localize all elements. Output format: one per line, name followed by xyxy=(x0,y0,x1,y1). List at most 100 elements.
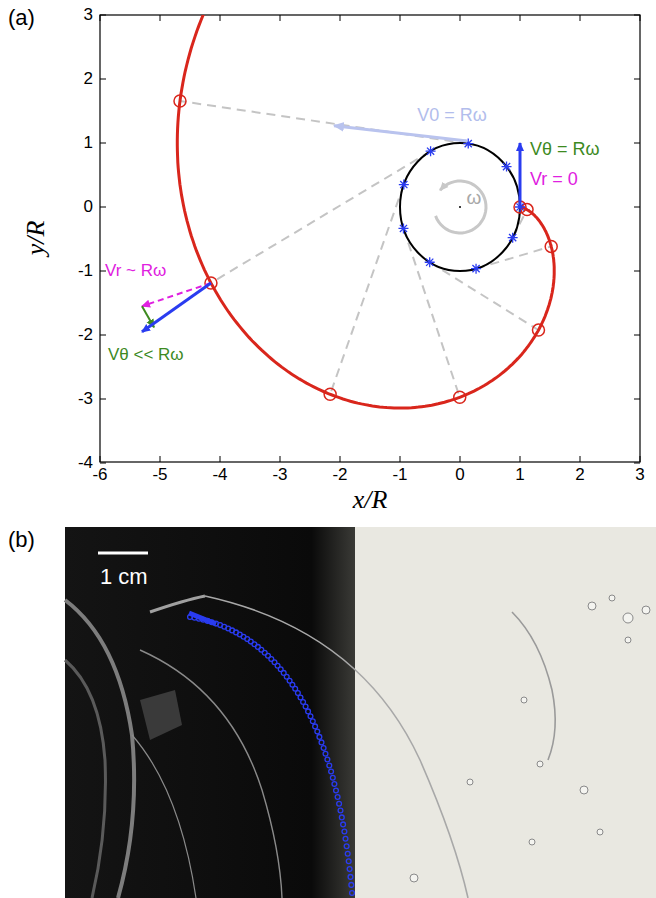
tick-label: 3 xyxy=(635,466,644,485)
track-dot xyxy=(346,859,351,864)
panel-label: (b) xyxy=(8,528,35,552)
disk-center xyxy=(459,206,461,208)
tick-label: 3 xyxy=(84,6,93,25)
track-dot xyxy=(315,729,320,734)
tick-label: -5 xyxy=(152,466,167,485)
droplet-marker xyxy=(324,388,336,400)
plot-content xyxy=(142,15,557,408)
track-dot xyxy=(317,735,322,740)
velocity-arrow xyxy=(142,283,211,332)
tick-label: 0 xyxy=(455,466,464,485)
disk-outline xyxy=(400,143,520,271)
panel-label: (a) xyxy=(8,6,35,30)
track-dot xyxy=(339,815,344,820)
x-tick xyxy=(460,456,461,462)
release-line xyxy=(430,262,539,330)
track-dot xyxy=(335,795,340,800)
liquid-sheet xyxy=(150,596,205,612)
x-tick xyxy=(640,15,641,21)
droplets xyxy=(410,595,650,882)
track-dot xyxy=(343,836,348,841)
track-dot xyxy=(334,788,339,793)
release-line xyxy=(403,228,459,397)
release-star xyxy=(398,223,408,233)
tick-label: -2 xyxy=(78,326,93,345)
x-tick xyxy=(400,456,401,462)
liquid-filament xyxy=(512,612,555,760)
track-dot xyxy=(325,757,330,762)
y-tick xyxy=(100,463,106,464)
y-tick xyxy=(634,143,640,144)
x-tick xyxy=(160,15,161,21)
y-tick xyxy=(634,79,640,80)
track-dot xyxy=(350,891,355,896)
droplet-marker xyxy=(454,391,466,403)
x-tick xyxy=(640,456,641,462)
liquid-sheet xyxy=(132,735,196,898)
vr-arrow xyxy=(142,283,211,306)
track-dot xyxy=(321,746,326,751)
y-tick xyxy=(100,399,106,400)
x-tick xyxy=(220,456,221,462)
x-tick xyxy=(280,456,281,462)
track-dot xyxy=(327,763,332,768)
x-tick xyxy=(400,15,401,21)
droplet-marker xyxy=(174,95,186,107)
track-dot xyxy=(344,844,349,849)
x-tick xyxy=(280,15,281,21)
track-dot xyxy=(332,782,337,787)
y-tick xyxy=(100,143,106,144)
tick-label: -1 xyxy=(78,262,93,281)
tick-label: -4 xyxy=(78,454,93,473)
track-dot xyxy=(329,769,334,774)
y-tick xyxy=(634,335,640,336)
x-tick xyxy=(220,15,221,21)
x-tick xyxy=(100,456,101,462)
droplet-marker xyxy=(532,324,544,336)
y-tick xyxy=(634,207,640,208)
axis-ticks xyxy=(100,15,640,463)
y-tick xyxy=(634,271,640,272)
tick-label: -6 xyxy=(92,466,107,485)
track-dot xyxy=(347,867,352,872)
x-tick xyxy=(580,456,581,462)
tick-label: 0 xyxy=(84,198,93,217)
tick-label: -1 xyxy=(392,466,407,485)
wheel-edge xyxy=(65,660,105,898)
y-tick xyxy=(634,399,640,400)
velocity-label: V0 = Rω xyxy=(417,106,487,126)
release-star xyxy=(399,180,409,190)
tick-label: -3 xyxy=(272,466,287,485)
track-dot xyxy=(308,714,313,719)
track-dot xyxy=(303,704,308,709)
track-dot xyxy=(319,740,324,745)
axis-title: x/R xyxy=(353,486,388,515)
x-tick xyxy=(580,15,581,21)
velocity-label: Vr = 0 xyxy=(530,170,578,190)
wheel-shadow xyxy=(140,690,182,740)
release-star xyxy=(502,162,512,172)
track-dot xyxy=(323,751,328,756)
y-tick xyxy=(634,463,640,464)
rotation-arrow xyxy=(436,181,486,233)
track-dot xyxy=(338,808,343,813)
vtheta-arrow xyxy=(519,143,522,207)
track-dot xyxy=(330,775,335,780)
velocity-label: Vθ << Rω xyxy=(108,346,184,365)
track-dot xyxy=(337,801,342,806)
x-tick xyxy=(100,15,101,21)
y-tick xyxy=(100,335,106,336)
axes-box xyxy=(100,15,640,462)
velocity-label: Vθ = Rω xyxy=(530,140,600,160)
track-dot xyxy=(349,883,354,888)
track-dot xyxy=(310,719,315,724)
y-tick xyxy=(100,15,106,16)
x-tick xyxy=(460,15,461,21)
tracked-start xyxy=(189,613,216,624)
release-star xyxy=(426,146,436,156)
tick-label: -4 xyxy=(212,466,227,485)
release-star xyxy=(508,233,518,243)
wheel-edge xyxy=(65,600,134,898)
tick-label: 2 xyxy=(575,466,584,485)
